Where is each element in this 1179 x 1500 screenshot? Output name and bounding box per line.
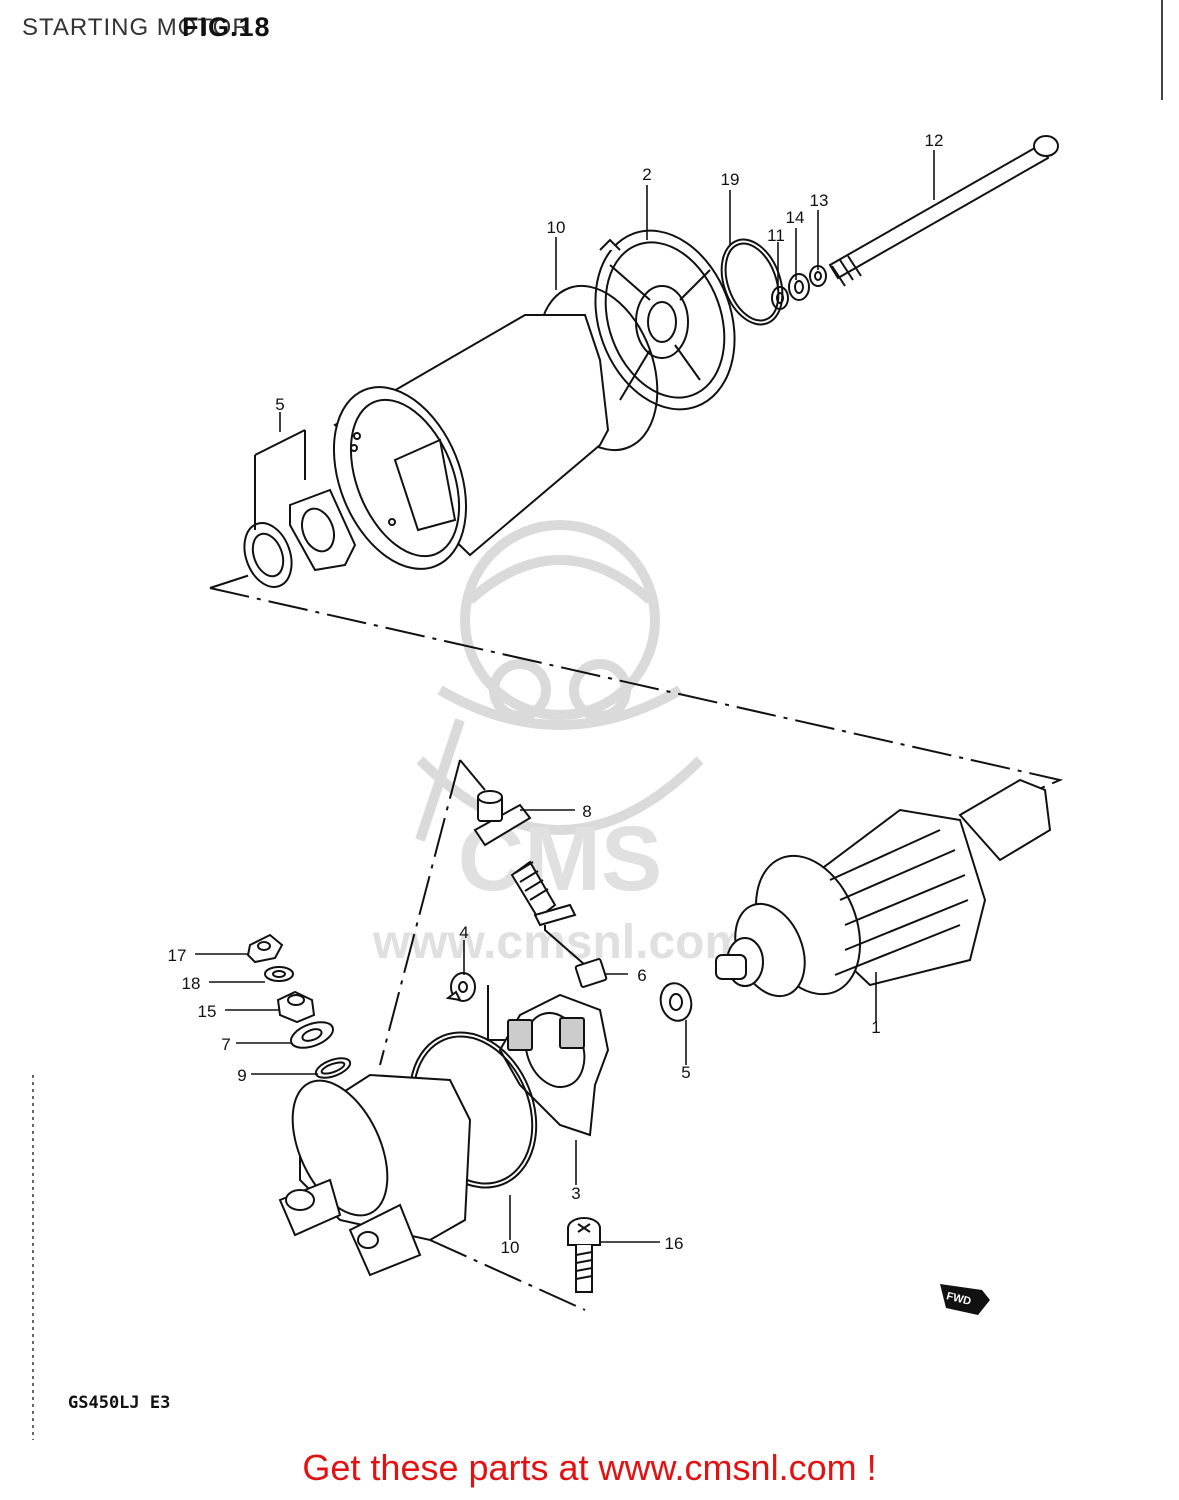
part-end-housing: [594, 229, 736, 411]
callout-2: 2: [642, 165, 651, 184]
part-end-cover: [278, 1073, 472, 1277]
fwd-label: FWD: [945, 1290, 972, 1308]
callout-5-bottom: 5: [681, 1063, 690, 1082]
part-shims-top: [243, 429, 357, 588]
callout-labels: 2 19 10 11 14 13 12 5 8 4 6 1 5 3 10 16 …: [168, 131, 944, 1257]
callout-19: 19: [721, 170, 740, 189]
part-terminal-4: [445, 972, 476, 1002]
callout-10-bottom: 10: [501, 1238, 520, 1257]
callout-4: 4: [459, 923, 468, 942]
diagram-title: STARTING MOTOR: [22, 14, 251, 41]
callout-15: 15: [198, 1002, 217, 1021]
callout-17: 17: [168, 946, 187, 965]
callout-11: 11: [767, 226, 785, 245]
callout-16: 16: [665, 1234, 684, 1253]
forward-direction-badge: FWD: [940, 1284, 990, 1315]
callout-3: 3: [571, 1184, 580, 1203]
callout-1: 1: [871, 1018, 880, 1037]
callout-14: 14: [786, 208, 805, 227]
callout-9: 9: [237, 1066, 246, 1085]
part-brush-plate: [487, 985, 610, 1137]
figure-number: FIG.18: [182, 12, 271, 42]
cta-link-text[interactable]: Get these parts at www.cmsnl.com !: [302, 1447, 877, 1488]
callout-12: 12: [925, 131, 944, 150]
part-motor-yoke: [332, 314, 610, 570]
callout-7: 7: [221, 1035, 230, 1054]
callout-13: 13: [810, 191, 829, 210]
cms-watermark-logo: [415, 520, 704, 842]
page-edge-line: [1161, 0, 1163, 100]
part-through-bolt: [828, 135, 1059, 287]
part-terminal-hardware: [246, 933, 352, 1079]
part-armature-washer: [659, 982, 693, 1022]
callout-leader-lines: [195, 150, 935, 1243]
callout-5-top: 5: [275, 395, 284, 414]
model-code: GS450LJ E3: [68, 1393, 171, 1413]
callout-8: 8: [582, 802, 591, 821]
callout-18: 18: [182, 974, 201, 993]
part-small-washers: [771, 265, 827, 310]
part-brush-holder-8: [473, 790, 532, 847]
part-brush-6: [510, 860, 608, 988]
callout-6: 6: [637, 966, 646, 985]
part-bolt-16: [567, 1217, 601, 1293]
callout-10-top: 10: [547, 218, 566, 237]
part-armature: [715, 778, 1052, 998]
